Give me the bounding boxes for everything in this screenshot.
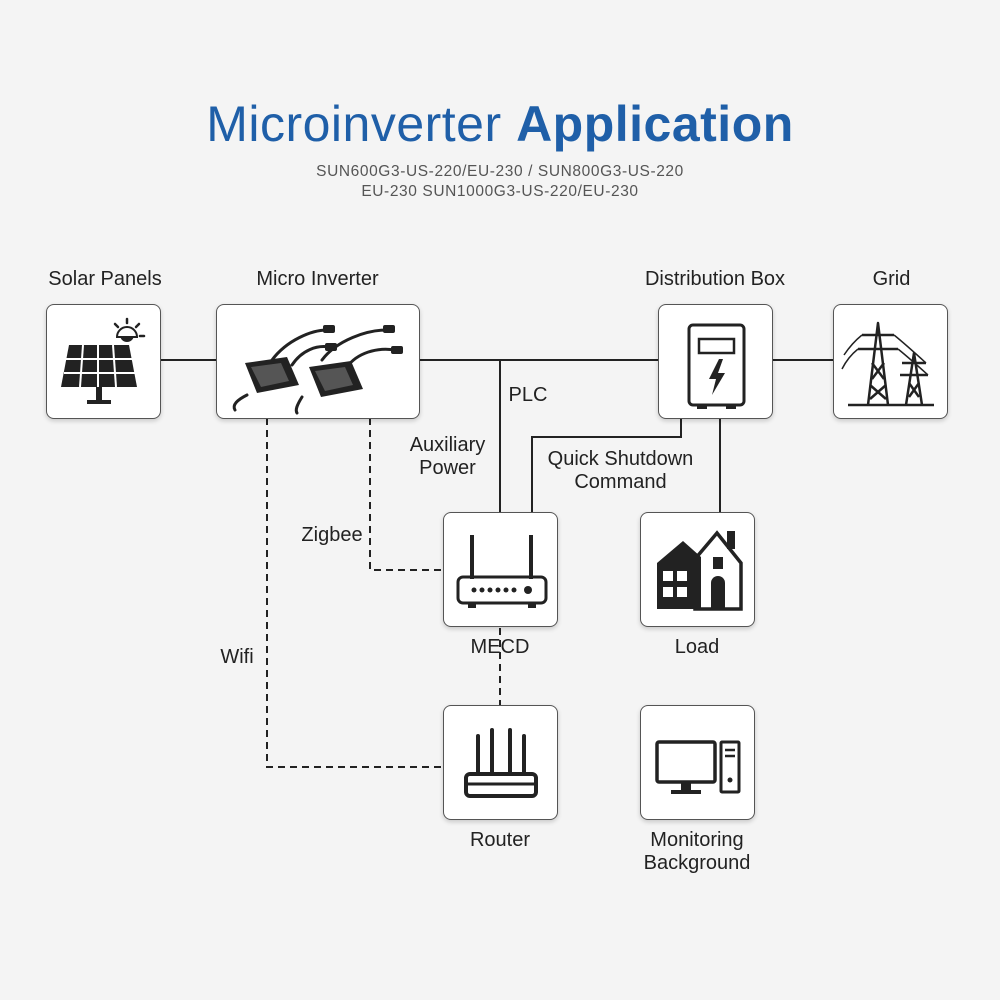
- mecd-node: [443, 512, 558, 627]
- page-title: Microinverter Application: [0, 94, 1000, 154]
- load-node: [640, 512, 755, 627]
- micro-inverter-label: Micro Inverter: [256, 268, 379, 290]
- router-icon: [464, 728, 538, 798]
- load-label: Load: [674, 636, 720, 658]
- plc-label: PLC: [508, 384, 548, 406]
- model-list-line-1: SUN600G3-US-220/EU-230 / SUN800G3-US-220: [316, 163, 684, 180]
- micro-inverter-node: [216, 304, 420, 419]
- distribution-box-icon: [687, 323, 746, 409]
- monitoring-label-line-1: Monitoring: [650, 829, 744, 851]
- house-icon: [657, 530, 743, 611]
- quick-shutdown-label-line-1: Quick Shutdown: [547, 448, 694, 470]
- power-tower-icon: [841, 321, 934, 407]
- zigbee-line: [369, 418, 444, 571]
- router-label: Router: [469, 829, 531, 851]
- grid-label: Grid: [872, 268, 911, 290]
- distribution-box-label: Distribution Box: [644, 268, 786, 290]
- monitoring-label-line-2: Background: [643, 852, 751, 874]
- quick-shutdown-label-line-2: Command: [574, 471, 667, 493]
- micro-inverter-icon: [232, 325, 403, 415]
- gateway-device-icon: [456, 535, 548, 608]
- grid-node: [833, 304, 948, 419]
- router-node: [443, 705, 558, 820]
- solar-panels-node: [46, 304, 161, 419]
- quick-shutdown-line: [531, 418, 682, 512]
- title-bold: Application: [516, 96, 794, 152]
- mecd-label: MECD: [470, 636, 530, 658]
- title-light: Microinverter: [206, 96, 502, 152]
- model-list-line-2: EU-230 SUN1000G3-US-220/EU-230: [361, 183, 639, 200]
- computer-icon: [655, 740, 741, 794]
- solar-panel-icon: [61, 317, 146, 404]
- zigbee-label: Zigbee: [301, 524, 363, 546]
- solar-panels-label: Solar Panels: [48, 268, 162, 290]
- wifi-label: Wifi: [220, 646, 254, 668]
- auxiliary-power-label-line-1: Auxiliary: [409, 434, 486, 456]
- monitoring-node: [640, 705, 755, 820]
- auxiliary-power-label-line-2: Power: [419, 457, 476, 479]
- distribution-box-node: [658, 304, 773, 419]
- wifi-line: [266, 418, 444, 768]
